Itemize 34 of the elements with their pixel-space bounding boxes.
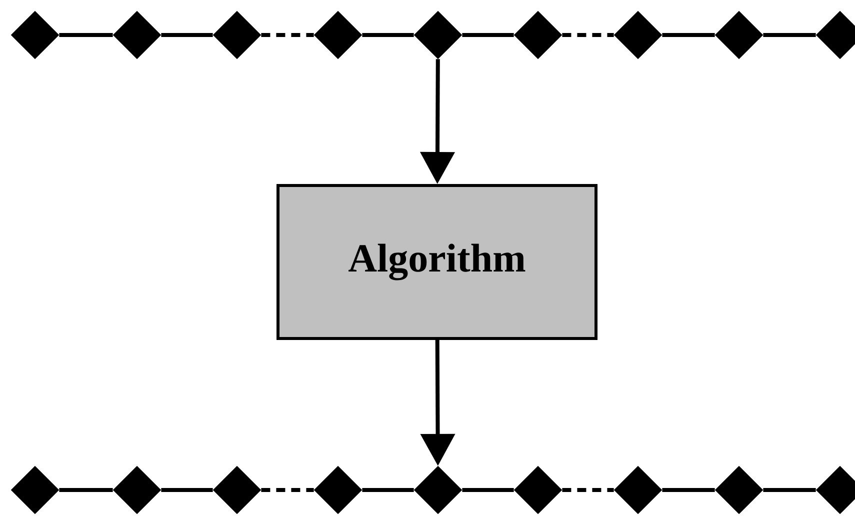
diamond-marker — [714, 466, 764, 514]
dotted-line — [562, 488, 614, 492]
connector-line — [59, 488, 113, 492]
diamond-marker — [514, 466, 562, 514]
connector-line — [161, 33, 213, 37]
diamond-marker — [314, 466, 362, 514]
algorithm-box: Algorithm — [276, 184, 598, 340]
dotted-line — [261, 33, 314, 37]
diamond-marker — [10, 466, 60, 514]
connector-line — [462, 488, 514, 492]
connector-line — [662, 488, 715, 492]
connector-line — [763, 488, 816, 492]
connector-line — [59, 33, 113, 37]
diamond-marker — [514, 10, 562, 60]
diamond-marker — [816, 466, 855, 514]
connector-line — [763, 33, 816, 37]
diamond-marker — [614, 10, 662, 60]
diamond-marker — [714, 10, 764, 60]
connector-line — [161, 488, 213, 492]
dotted-line — [261, 488, 314, 492]
diamond-marker — [10, 10, 60, 60]
diamond-marker — [816, 10, 855, 60]
dotted-line — [562, 33, 614, 37]
connector-line — [662, 33, 715, 37]
connector-line — [362, 488, 414, 492]
diamond-marker — [314, 10, 362, 60]
diamond-marker — [212, 10, 262, 60]
diamond-marker — [212, 466, 262, 514]
diamond-marker — [112, 10, 162, 60]
connector-line — [462, 33, 514, 37]
connector-line — [362, 33, 414, 37]
diamond-marker — [614, 466, 662, 514]
diamond-marker — [112, 466, 162, 514]
diamond-marker — [414, 10, 462, 60]
